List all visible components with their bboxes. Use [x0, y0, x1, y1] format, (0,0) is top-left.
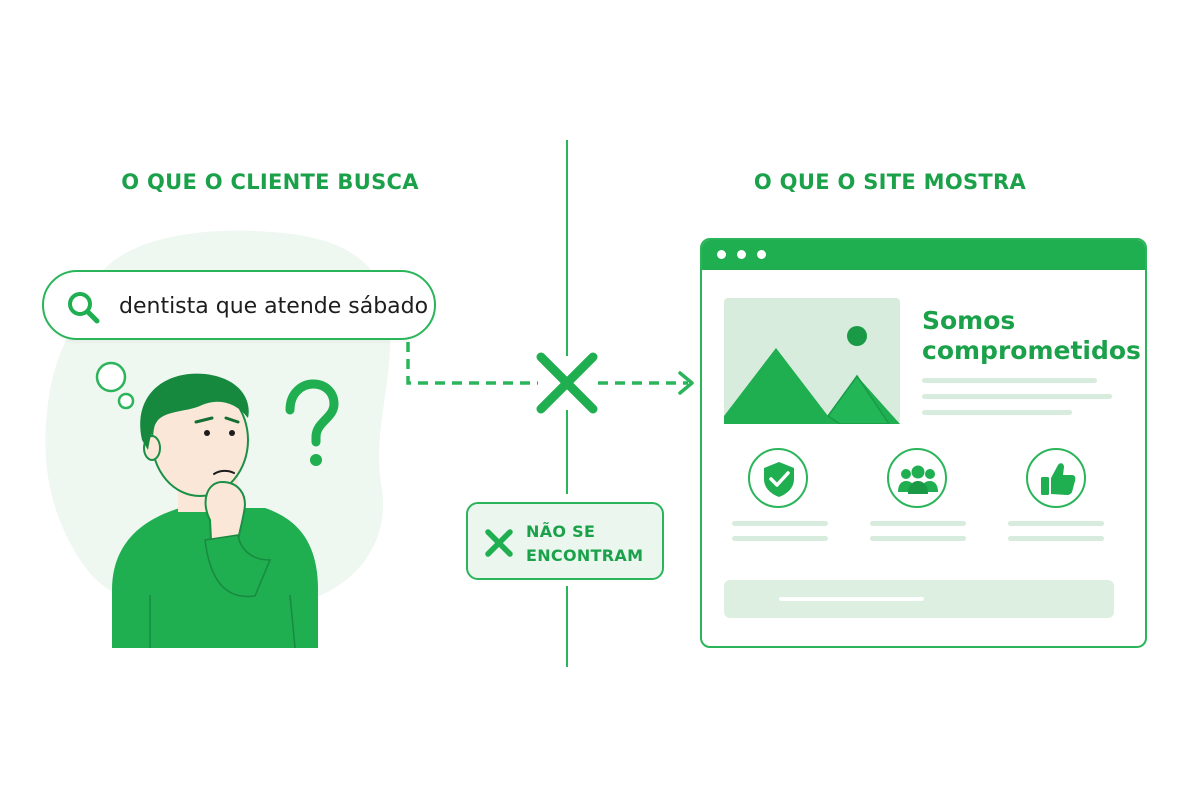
feature-text-line [870, 521, 966, 526]
cta-placeholder [724, 580, 1114, 618]
search-bar[interactable]: dentista que atende sábado [42, 270, 436, 340]
mismatch-label-line1: NÃO SE [526, 522, 596, 541]
thumbs-up-icon [1041, 463, 1076, 495]
feature-people [887, 448, 947, 508]
browser-title-bar [702, 240, 1145, 270]
dashed-connector-left [406, 342, 538, 385]
right-heading: O QUE O SITE MOSTRA [753, 170, 1027, 194]
text-placeholder-line [922, 410, 1072, 415]
cta-placeholder-line [779, 597, 924, 601]
window-dot [737, 250, 746, 259]
feature-text-line [732, 521, 828, 526]
text-placeholder-line [922, 378, 1097, 383]
people-group-icon [898, 465, 938, 494]
text-placeholder-line [922, 394, 1112, 399]
mismatch-label-line2: ENCONTRAM [526, 546, 644, 565]
feature-thumbs-up [1026, 448, 1086, 508]
feature-text-line [732, 536, 828, 541]
mismatch-label: NÃO SE ENCONTRAM [526, 520, 643, 568]
left-heading: O QUE O CLIENTE BUSCA [121, 170, 419, 194]
mismatch-badge: NÃO SE ENCONTRAM [466, 502, 664, 580]
window-dot [757, 250, 766, 259]
thought-bubble-large [95, 361, 127, 393]
window-dot [717, 250, 726, 259]
search-icon [68, 292, 100, 324]
x-icon [485, 529, 513, 557]
hero-title-line2: comprometidos [922, 336, 1141, 365]
website-mockup: Somos comprometidos [700, 238, 1147, 648]
search-query: dentista que atende sábado [119, 294, 429, 319]
thought-bubble-small [117, 392, 135, 410]
feature-shield [748, 448, 808, 508]
feature-text-line [1008, 536, 1104, 541]
hero-image-icon [724, 298, 900, 424]
hero-title: Somos comprometidos [922, 306, 1141, 366]
feature-text-line [1008, 521, 1104, 526]
arrow-head-icon [678, 371, 694, 395]
feature-text-line [870, 536, 966, 541]
question-mark-icon [285, 379, 339, 466]
shield-check-icon [764, 462, 794, 497]
mismatch-x-icon [536, 352, 598, 414]
hero-title-line1: Somos [922, 306, 1016, 335]
confused-person-illustration [112, 373, 318, 649]
